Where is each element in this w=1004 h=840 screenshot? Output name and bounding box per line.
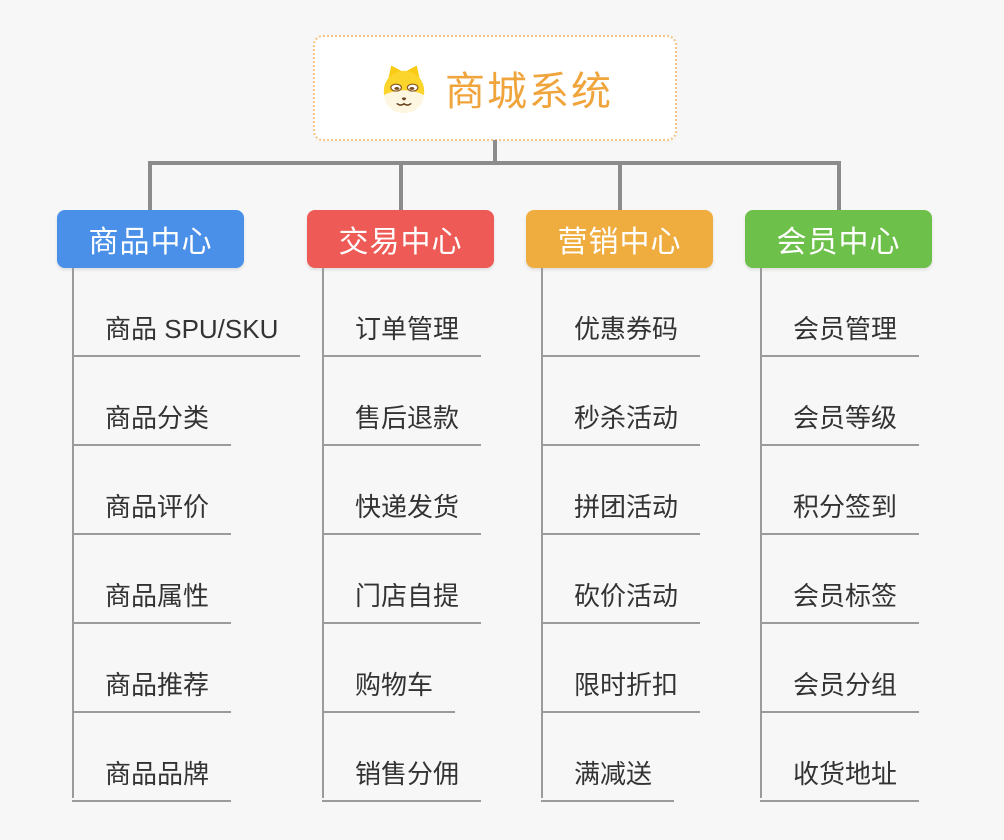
leaf-node-express-delivery[interactable]: 快递发货 <box>322 487 482 535</box>
branch-column-trade-center: 交易中心 订单管理 售后退款 快递发货 门店自提 购物车 销售分佣 <box>307 210 494 802</box>
branch-label: 交易中心 <box>338 226 463 259</box>
leaf-node-points-checkin[interactable]: 积分签到 <box>760 487 920 535</box>
doge-icon <box>383 65 425 114</box>
branch-node-trade-center[interactable]: 交易中心 <box>307 210 494 268</box>
leaf-node-product-spu-sku[interactable]: 商品 SPU/SKU <box>72 309 301 357</box>
connector-branch-vline <box>760 268 762 798</box>
leaf-node-aftersale-refund[interactable]: 售后退款 <box>322 398 482 446</box>
connector-branch-vline <box>322 268 324 798</box>
branch-items-trade-center: 订单管理 售后退款 快递发货 门店自提 购物车 销售分佣 <box>307 268 494 802</box>
leaf-node-sales-commission[interactable]: 销售分佣 <box>322 754 482 802</box>
branch-label: 会员中心 <box>776 226 901 259</box>
connector-root-stub <box>493 140 497 163</box>
branch-node-product-center[interactable]: 商品中心 <box>57 210 244 268</box>
root-title: 商城系统 <box>445 70 613 114</box>
leaf-node-member-group[interactable]: 会员分组 <box>760 665 920 713</box>
leaf-node-product-attribute[interactable]: 商品属性 <box>72 576 232 624</box>
connector-stub-member-center <box>837 161 841 210</box>
branch-label: 营销中心 <box>557 226 682 259</box>
leaf-node-full-reduction[interactable]: 满减送 <box>541 754 675 802</box>
branch-node-member-center[interactable]: 会员中心 <box>745 210 932 268</box>
branch-column-marketing-center: 营销中心 优惠券码 秒杀活动 拼团活动 砍价活动 限时折扣 满减送 <box>526 210 713 802</box>
branch-column-member-center: 会员中心 会员管理 会员等级 积分签到 会员标签 会员分组 收货地址 <box>745 210 932 802</box>
root-node-mall-system[interactable]: 商城系统 <box>313 35 677 141</box>
connector-horizontal-rail <box>148 161 840 165</box>
leaf-node-group-buy[interactable]: 拼团活动 <box>541 487 701 535</box>
branch-items-product-center: 商品 SPU/SKU 商品分类 商品评价 商品属性 商品推荐 商品品牌 <box>57 268 301 802</box>
leaf-node-flash-sale[interactable]: 秒杀活动 <box>541 398 701 446</box>
leaf-node-store-pickup[interactable]: 门店自提 <box>322 576 482 624</box>
connector-branch-vline <box>541 268 543 798</box>
leaf-node-shopping-cart[interactable]: 购物车 <box>322 665 456 713</box>
leaf-node-shipping-address[interactable]: 收货地址 <box>760 754 920 802</box>
leaf-node-product-category[interactable]: 商品分类 <box>72 398 232 446</box>
leaf-node-bargain[interactable]: 砍价活动 <box>541 576 701 624</box>
connector-stub-trade-center <box>399 161 403 210</box>
connector-branch-vline <box>72 268 74 798</box>
leaf-node-product-recommend[interactable]: 商品推荐 <box>72 665 232 713</box>
leaf-node-time-discount[interactable]: 限时折扣 <box>541 665 701 713</box>
leaf-node-member-level[interactable]: 会员等级 <box>760 398 920 446</box>
leaf-node-product-brand[interactable]: 商品品牌 <box>72 754 232 802</box>
leaf-node-order-management[interactable]: 订单管理 <box>322 309 482 357</box>
leaf-node-coupon-code[interactable]: 优惠券码 <box>541 309 701 357</box>
branch-items-marketing-center: 优惠券码 秒杀活动 拼团活动 砍价活动 限时折扣 满减送 <box>526 268 713 802</box>
leaf-node-member-management[interactable]: 会员管理 <box>760 309 920 357</box>
leaf-node-product-review[interactable]: 商品评价 <box>72 487 232 535</box>
branch-label: 商品中心 <box>88 226 213 259</box>
connector-stub-product-center <box>148 161 152 210</box>
leaf-node-member-tag[interactable]: 会员标签 <box>760 576 920 624</box>
branch-items-member-center: 会员管理 会员等级 积分签到 会员标签 会员分组 收货地址 <box>745 268 932 802</box>
connector-stub-marketing-center <box>618 161 622 210</box>
branch-node-marketing-center[interactable]: 营销中心 <box>526 210 713 268</box>
branch-column-product-center: 商品中心 商品 SPU/SKU 商品分类 商品评价 商品属性 商品推荐 商品品牌 <box>57 210 301 802</box>
